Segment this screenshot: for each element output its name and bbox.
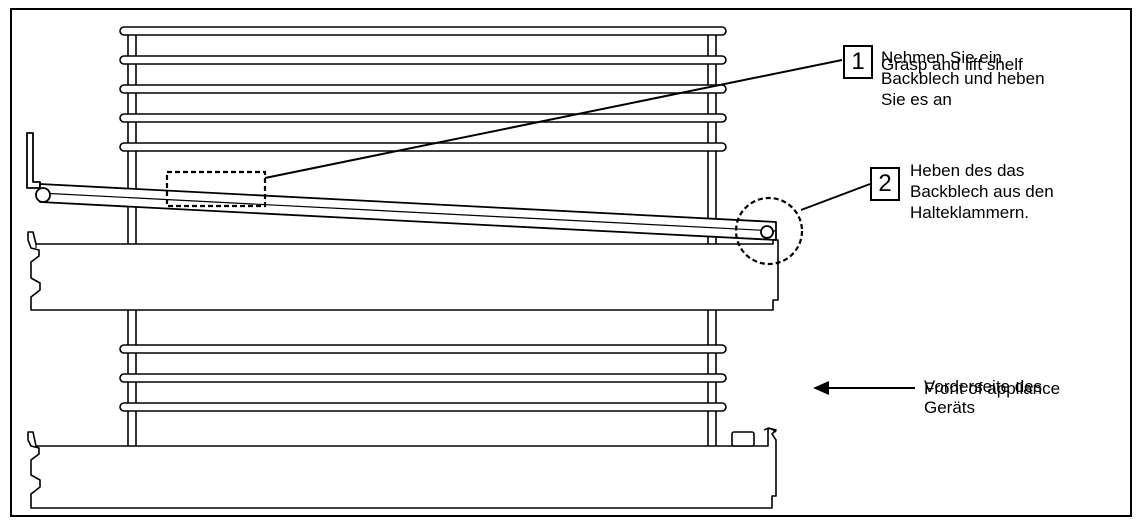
front-label: Vorderseite des Geräts [924, 377, 1043, 417]
callout-1-number: 1 [843, 45, 873, 79]
tilted-shelf [26, 132, 777, 241]
callout-2-number: 2 [870, 167, 900, 201]
lower-rack-rails [119, 344, 727, 412]
callout-2-leader [800, 183, 871, 211]
upper-rack-rails [119, 26, 727, 152]
diagram-frame [10, 8, 1132, 517]
upper-side-bracket [27, 231, 779, 311]
callout-1-leader [264, 59, 843, 179]
front-label-overprint: Front of appliance [924, 379, 1061, 398]
front-arrow [813, 381, 915, 395]
clip-highlight-circle [734, 196, 804, 266]
lower-side-bracket [27, 427, 777, 509]
bracket-clip [731, 431, 755, 447]
grip-highlight-box [165, 170, 267, 208]
callout-1-text: Nehmen Sie ein Backblech und heben Sie e… [881, 48, 1045, 109]
callout-1-text-overprint: Grasp and lift shelf [881, 55, 1023, 74]
callout-2-text: Heben des das Backblech aus den Haltekla… [910, 161, 1054, 222]
